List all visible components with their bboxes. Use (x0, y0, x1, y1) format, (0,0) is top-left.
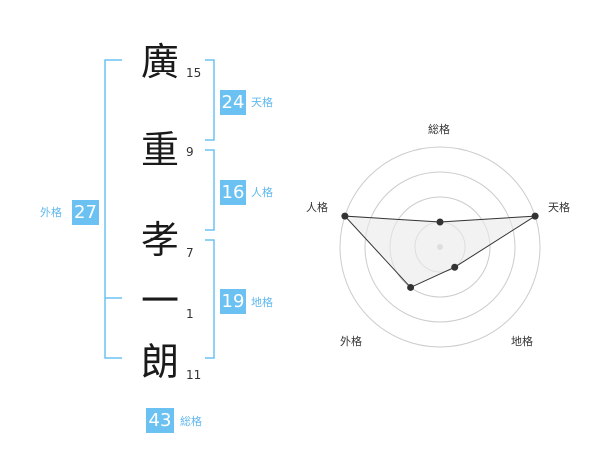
jinkaku-label: 人格 (251, 186, 273, 199)
radar-point-2 (451, 263, 459, 271)
name-char-3: 孝 (140, 218, 179, 262)
radar-point-3 (407, 283, 415, 291)
soukaku-label: 総格 (180, 415, 202, 428)
radar-series-polygon (343, 215, 536, 289)
chikaku-label: 地格 (251, 296, 273, 309)
gaikaku-value: 27 (72, 200, 99, 225)
radar-label-jinkaku: 人格 (306, 201, 328, 214)
jinkaku-value: 16 (220, 180, 246, 205)
radar-point-4 (341, 212, 349, 220)
stroke-count-5: 11 (186, 368, 202, 382)
radar-grid-ring (364, 171, 516, 323)
radar-grid-ring (339, 146, 541, 348)
radar-label-chikaku: 地格 (511, 335, 533, 348)
stroke-count-4: 1 (186, 307, 194, 321)
name-char-4: 一 (140, 279, 179, 323)
gaikaku-label: 外格 (40, 206, 62, 219)
gaikaku-bracket (104, 59, 122, 359)
tenkaku-bracket (205, 59, 215, 141)
name-char-5: 朗 (140, 340, 179, 384)
name-char-1: 廣 (140, 40, 179, 84)
soukaku-value: 43 (146, 408, 174, 433)
radar-label-soukaku: 総格 (428, 123, 450, 136)
tenkaku-label: 天格 (251, 96, 273, 109)
stroke-count-1: 15 (186, 66, 202, 80)
radar-label-gaikaku: 外格 (340, 335, 362, 348)
radar-point-1 (531, 212, 539, 220)
name-char-2: 重 (140, 128, 179, 172)
radar-label-tenkaku: 天格 (548, 201, 570, 214)
chikaku-bracket (205, 239, 215, 359)
radar-point-0 (436, 218, 444, 226)
chikaku-value: 19 (220, 289, 246, 314)
jinkaku-bracket (205, 149, 215, 231)
tenkaku-value: 24 (220, 90, 246, 115)
stroke-count-2: 9 (186, 145, 194, 159)
stroke-count-3: 7 (186, 246, 194, 260)
